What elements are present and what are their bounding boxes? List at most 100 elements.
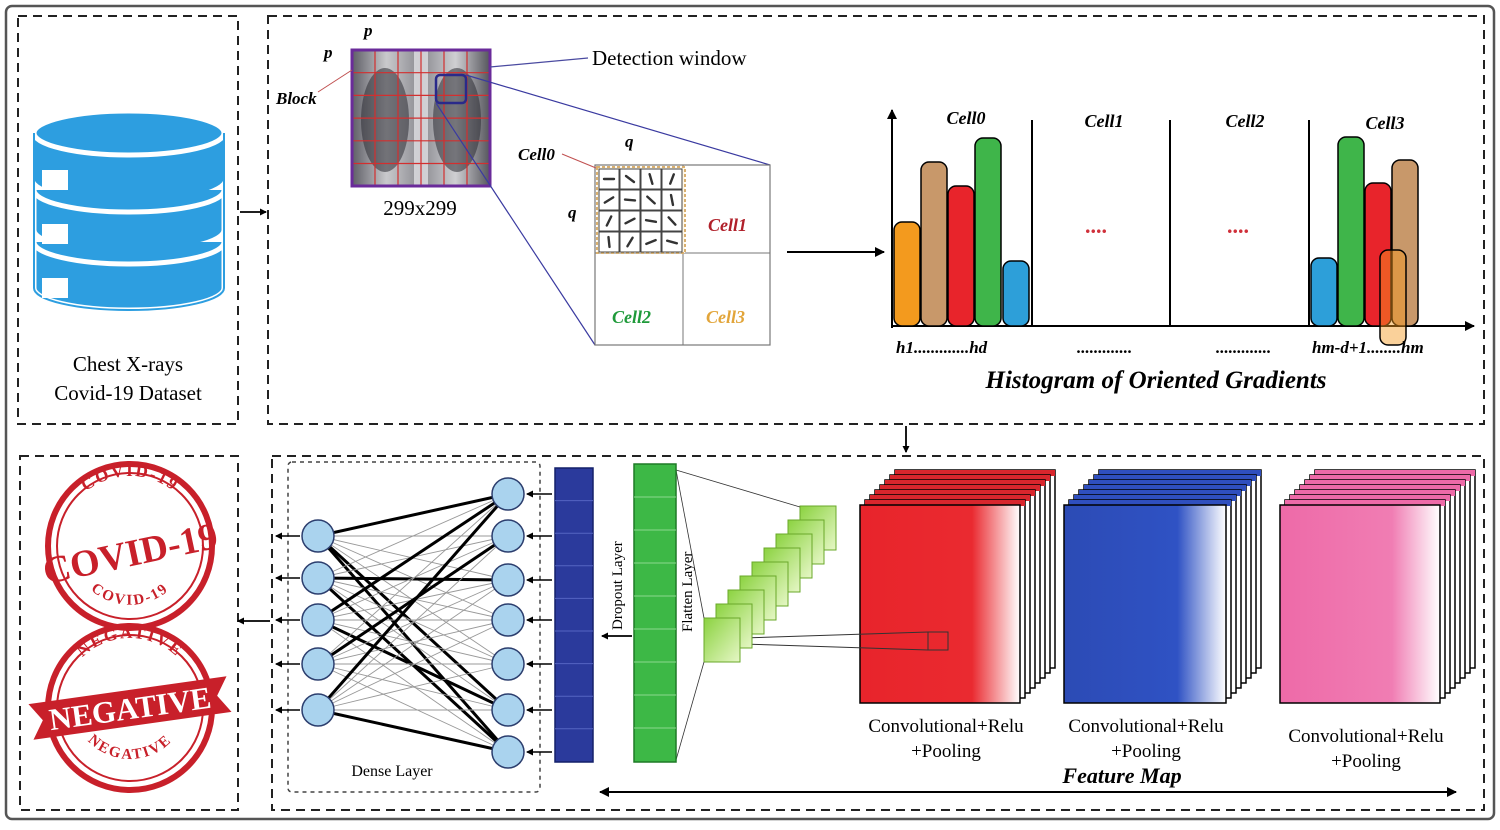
xray-border bbox=[350, 48, 492, 188]
dense-connection bbox=[317, 619, 509, 665]
dropout-layer-label: Dropout Layer bbox=[610, 541, 626, 630]
feature-map-sheet-edge bbox=[885, 480, 1045, 486]
feature-map-sheet-edge bbox=[1295, 490, 1455, 496]
hist-xlabel-2: ............. bbox=[1076, 338, 1131, 357]
covid-arc-bottom-text: COVID-19 bbox=[88, 580, 172, 609]
database-icon bbox=[31, 108, 227, 313]
q-top-label: q bbox=[625, 132, 634, 151]
feature-map-sheet-edge bbox=[1310, 475, 1470, 481]
flatten-link-2 bbox=[675, 661, 705, 761]
feature-map-sheet-edge bbox=[895, 470, 1055, 476]
hist-bar-c3-4 bbox=[1391, 159, 1419, 327]
negative-arc-bottom-text: NEGATIVE bbox=[85, 732, 175, 763]
dense-output-neuron bbox=[491, 693, 525, 727]
hist-bar-c0-5 bbox=[1002, 260, 1030, 327]
dense-input-neuron bbox=[301, 647, 335, 681]
flatten-layer-label: Flatten Layer bbox=[680, 552, 696, 632]
conv2-label-line1: Convolutional+Relu bbox=[1068, 716, 1224, 737]
p-top-label: p bbox=[362, 21, 373, 40]
gradient-arrow-icon bbox=[669, 173, 675, 185]
hist-bar-c3-1 bbox=[1310, 257, 1338, 327]
dataset-panel bbox=[17, 15, 239, 425]
gradient-arrow-icon bbox=[645, 238, 657, 246]
output-panel bbox=[19, 455, 239, 811]
dense-output-neuron bbox=[491, 563, 525, 597]
dataset-label-line1: Chest X-rays bbox=[73, 352, 183, 376]
feature-map-sheet bbox=[1063, 504, 1227, 704]
gradient-arrow-icon bbox=[624, 174, 636, 184]
dense-connection bbox=[317, 492, 509, 622]
gradient-arrow-icon bbox=[669, 193, 675, 207]
conv1-label-line2: +Pooling bbox=[911, 741, 981, 762]
feature-map-sheet-edge bbox=[890, 475, 1050, 481]
green-feature-square bbox=[703, 617, 741, 663]
cell2-label: Cell2 bbox=[612, 307, 651, 327]
hist-bar-c3-2 bbox=[1337, 136, 1365, 327]
dense-connection bbox=[317, 535, 509, 621]
hist-cell1-label: Cell1 bbox=[1085, 111, 1124, 131]
dense-connection bbox=[317, 535, 509, 711]
dataset-label-line2: Covid-19 Dataset bbox=[54, 381, 202, 405]
q-left-label: q bbox=[568, 203, 577, 222]
gradient-arrow-icon bbox=[605, 215, 613, 227]
dense-input-neuron bbox=[301, 603, 335, 637]
dense-connection bbox=[316, 493, 510, 711]
hist-bar-c0-3 bbox=[947, 185, 975, 327]
cell0-grid bbox=[596, 166, 686, 254]
cell1-label: Cell1 bbox=[708, 215, 747, 235]
dense-output-neuron bbox=[491, 603, 525, 637]
dense-connection bbox=[317, 579, 509, 711]
dense-connection bbox=[317, 577, 509, 665]
covid-arc-top-text: COVID-19 bbox=[77, 461, 182, 495]
conv3-feature-maps bbox=[1279, 469, 1476, 704]
dense-connection bbox=[317, 493, 509, 665]
hist-cell0-label: Cell0 bbox=[947, 108, 986, 128]
cell0-label: Cell0 bbox=[518, 145, 555, 164]
hist-bar-c0-2 bbox=[920, 161, 948, 327]
feature-map-sheet-edge bbox=[1285, 500, 1445, 506]
gradient-arrow-icon bbox=[646, 195, 656, 205]
hist-ellipsis-1: .... bbox=[1085, 213, 1107, 238]
conv-receptive-field bbox=[927, 631, 949, 651]
feature-map-sheet bbox=[859, 504, 1021, 704]
dense-input-neuron bbox=[301, 519, 335, 553]
flatten-layer bbox=[633, 463, 677, 763]
detection-window-pointer bbox=[489, 57, 589, 68]
negative-stamp: NEGATIVE NEGATIVE NEGATIVE bbox=[28, 623, 232, 793]
hist-xlabel-4: hm-d+1........hm bbox=[1312, 338, 1424, 357]
covid-19-stamp: COVID-19 COVID-19 COVID-19 bbox=[39, 461, 222, 631]
hist-cell2-label: Cell2 bbox=[1226, 111, 1265, 131]
block-label: Block bbox=[275, 89, 317, 108]
histogram-title: Histogram of Oriented Gradients bbox=[985, 367, 1327, 394]
gradient-arrow-icon bbox=[623, 198, 637, 202]
dense-input-neuron bbox=[301, 561, 335, 595]
flatten-link-1 bbox=[675, 469, 801, 508]
feature-map-sheet bbox=[1279, 504, 1441, 704]
gradient-arrow-icon bbox=[667, 216, 677, 226]
dense-output-neuron bbox=[491, 647, 525, 681]
dense-output-neuron bbox=[491, 735, 525, 769]
flatten-link-3 bbox=[675, 469, 705, 619]
dropout-layer bbox=[554, 467, 594, 763]
conv2-feature-maps bbox=[1063, 469, 1262, 704]
dense-input-neuron bbox=[301, 693, 335, 727]
gradient-arrow-icon bbox=[624, 217, 636, 225]
negative-arc-top-text: NEGATIVE bbox=[73, 623, 187, 661]
feature-map-label: Feature Map bbox=[1061, 763, 1181, 788]
dense-connection bbox=[317, 708, 509, 754]
feature-map-sheet-edge bbox=[1084, 485, 1246, 491]
negative-main-text: NEGATIVE bbox=[47, 680, 213, 737]
feature-map-sheet-edge bbox=[1089, 480, 1251, 486]
feature-map-sheet-edge bbox=[1099, 470, 1261, 476]
feature-map-sheet-edge bbox=[865, 500, 1025, 506]
zoom-line-right bbox=[465, 74, 771, 166]
outer-frame bbox=[4, 4, 1496, 821]
dense-connection bbox=[317, 492, 509, 538]
dense-output-neuron bbox=[491, 477, 525, 511]
hist-bar-c3-5 bbox=[1379, 249, 1407, 346]
green-feature-stack bbox=[703, 505, 837, 663]
hist-xlabel-3: ............. bbox=[1215, 338, 1270, 357]
conv3-label-line2: +Pooling bbox=[1331, 751, 1401, 772]
hist-bar-c0-1 bbox=[893, 221, 921, 327]
dense-connection bbox=[317, 579, 509, 665]
